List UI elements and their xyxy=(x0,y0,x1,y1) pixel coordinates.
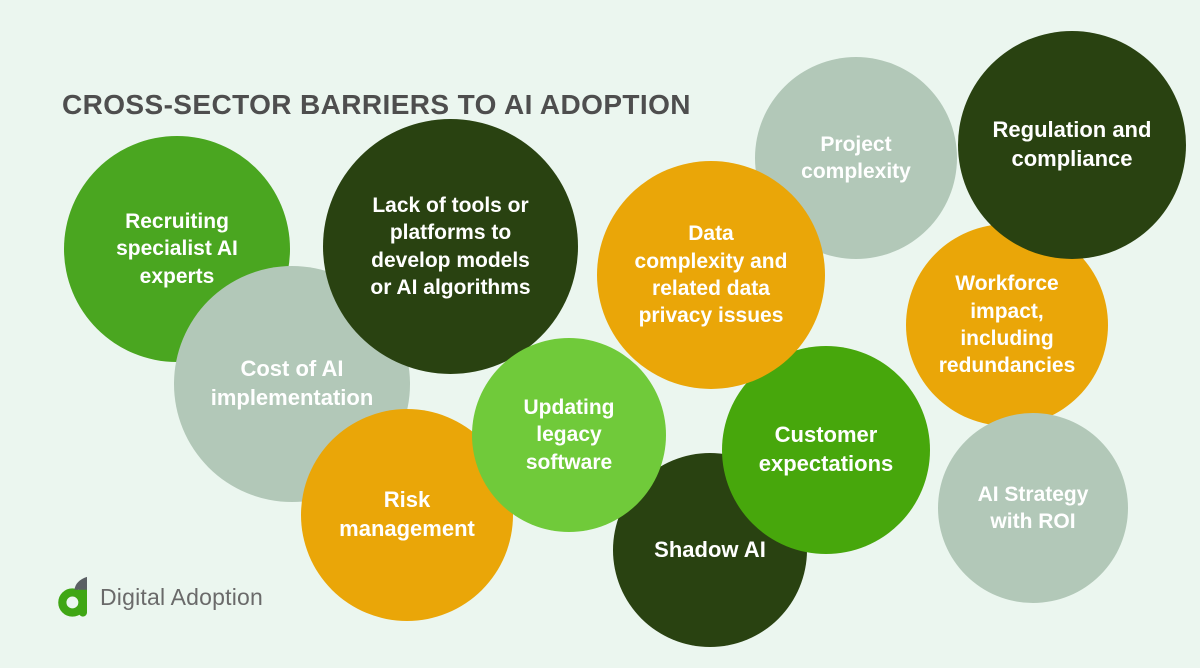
bubble-label: Updating legacy software xyxy=(523,396,615,474)
bubble-label: AI Strategy with ROI xyxy=(977,482,1089,533)
bubble-label: Workforce impact, including redundancies xyxy=(938,272,1076,378)
bubble-label: Customer expectations xyxy=(758,422,894,476)
bubble-customer-expectations: Customer expectations xyxy=(722,346,930,554)
digital-adoption-logo-text: Digital Adoption xyxy=(100,583,264,610)
bubble-updating-legacy-software: Updating legacy software xyxy=(472,338,666,532)
bubble-label: Shadow AI xyxy=(654,536,766,562)
bubble-recruiting-specialist-ai-experts: Recruiting specialist AI experts xyxy=(64,136,290,362)
bubble-label: Recruiting specialist AI experts xyxy=(116,210,238,288)
bubble-ai-strategy-with-roi: AI Strategy with ROI xyxy=(938,413,1128,603)
bubble-label: Risk management xyxy=(339,487,475,541)
bubble-label: Lack of tools or platforms to develop mo… xyxy=(370,193,531,299)
bubble-label: Regulation and compliance xyxy=(992,117,1152,171)
bubble-label: Cost of AI implementation xyxy=(210,356,374,410)
bubble-label: Project complexity xyxy=(801,132,911,183)
page-title: CROSS-SECTOR BARRIERS TO AI ADOPTION xyxy=(62,88,691,120)
bubble-label: Data complexity and related data privacy… xyxy=(634,222,788,328)
digital-adoption-logo-icon xyxy=(58,576,95,618)
bubble-data-complexity-privacy: Data complexity and related data privacy… xyxy=(597,161,825,389)
bubble-regulation-and-compliance: Regulation and compliance xyxy=(958,31,1186,259)
bubble-lack-of-tools-or-platforms: Lack of tools or platforms to develop mo… xyxy=(323,119,578,374)
digital-adoption-logo: Digital Adoption xyxy=(58,576,263,618)
